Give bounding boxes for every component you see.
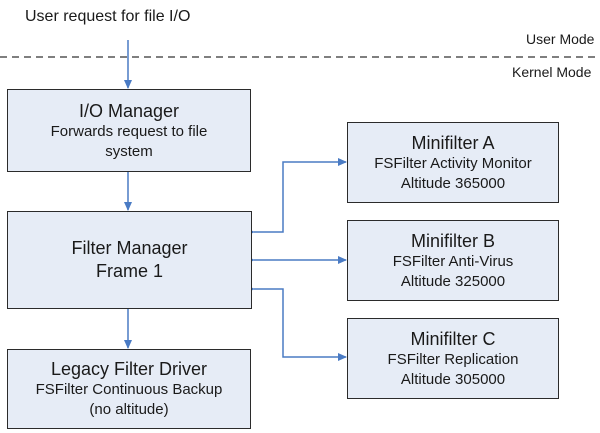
kernel-mode-label: Kernel Mode: [512, 64, 592, 80]
legacy-filter-line2: (no altitude): [89, 401, 169, 418]
minifilter-c-line1: FSFilter Replication: [387, 350, 519, 368]
arrow-fm-minifilter-c: [246, 285, 347, 361]
minifilter-c-box: Minifilter C FSFilter Replication Altitu…: [347, 318, 559, 399]
minifilter-a-line1: FSFilter Activity Monitor: [374, 154, 532, 172]
io-manager-line2: system: [105, 142, 153, 160]
io-manager-line1: Forwards request to file: [50, 122, 208, 140]
minifilter-a-line2: Altitude 365000: [400, 174, 506, 192]
minifilter-b-line2: Altitude 325000: [400, 272, 506, 290]
minifilter-b-line1: FSFilter Anti-Virus: [392, 252, 514, 270]
filter-manager-frame: Frame 1: [95, 261, 164, 281]
minifilter-a-box: Minifilter A FSFilter Activity Monitor A…: [347, 122, 559, 203]
minifilter-a-title: Minifilter A: [411, 132, 495, 153]
user-mode-label: User Mode: [526, 31, 595, 47]
request-label: User request for file I/O: [25, 8, 191, 25]
minifilter-b-box: Minifilter B FSFilter Anti-Virus Altitud…: [347, 220, 559, 301]
minifilter-c-line2: Altitude 305000: [400, 370, 506, 388]
legacy-filter-line1: FSFilter Continuous Backup: [35, 381, 223, 398]
minifilter-b-title: Minifilter B: [410, 230, 495, 251]
minifilter-c-title: Minifilter C: [410, 328, 496, 349]
io-manager-box: I/O Manager Forwards request to file sys…: [7, 89, 251, 172]
legacy-filter-box: Legacy Filter Driver FSFilter Continuous…: [7, 349, 251, 429]
filter-manager-title: Filter Manager: [71, 238, 188, 258]
arrow-fm-minifilter-a: [246, 158, 347, 236]
io-manager-title: I/O Manager: [78, 100, 180, 121]
filter-manager-box: Filter Manager Frame 1: [7, 211, 252, 309]
legacy-filter-title: Legacy Filter Driver: [50, 359, 208, 379]
